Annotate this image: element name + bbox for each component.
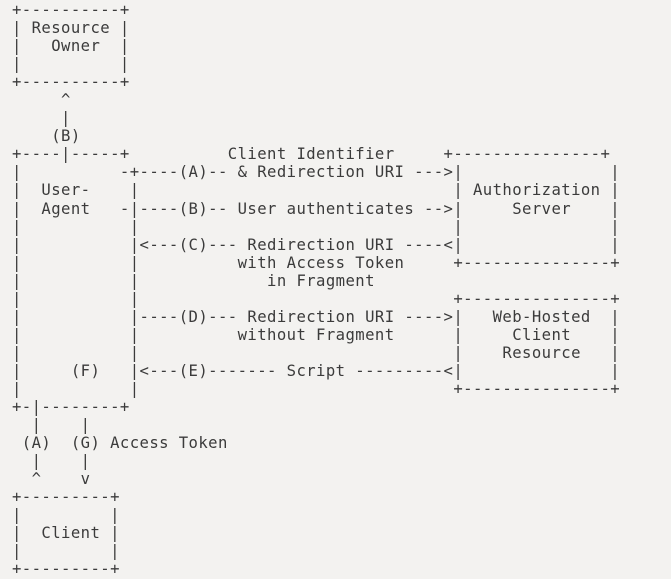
ascii-art-diagram: +----------+ | Resource | | Owner | | | … [12,1,621,579]
